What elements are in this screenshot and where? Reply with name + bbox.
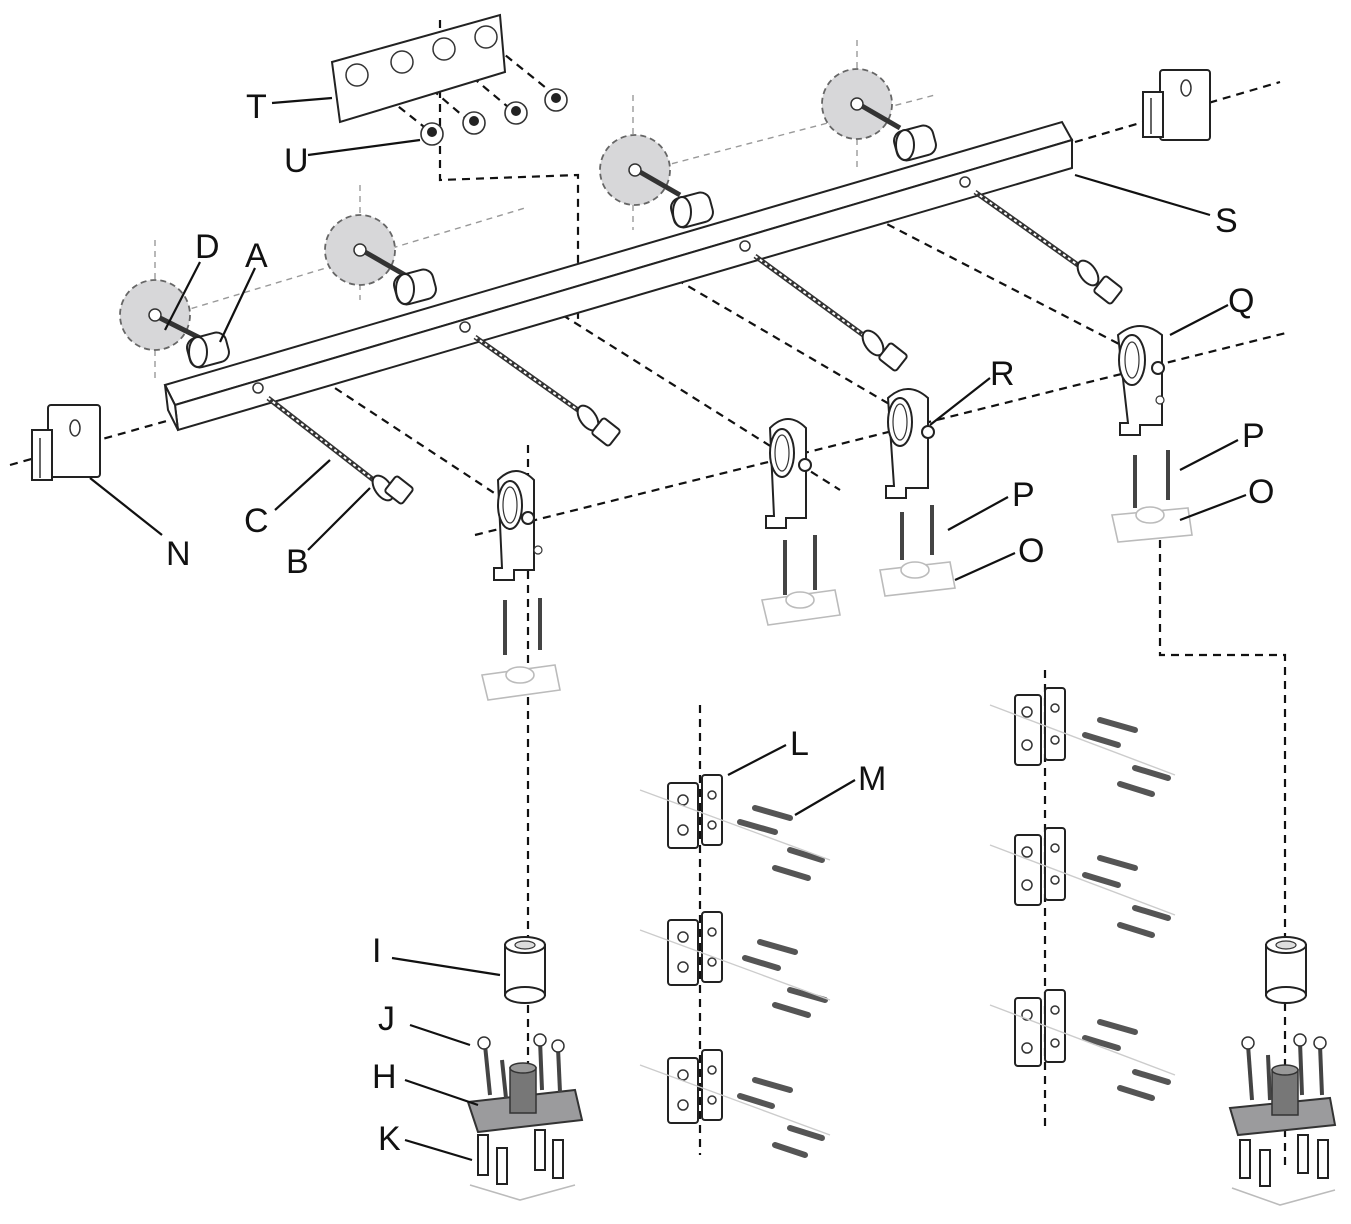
spacer-disc-4 bbox=[821, 68, 893, 140]
roller-bracket-3 bbox=[885, 388, 935, 499]
floor-plate bbox=[466, 1062, 584, 1134]
label-N: N bbox=[166, 535, 191, 573]
label-S: S bbox=[1215, 202, 1238, 240]
screw-plate-set-2 bbox=[761, 535, 841, 626]
label-M: M bbox=[858, 760, 886, 798]
label-H: H bbox=[372, 1058, 397, 1096]
standoff-4 bbox=[860, 103, 937, 162]
spacer-disc-3 bbox=[599, 134, 671, 206]
hinge-right-2 bbox=[1014, 827, 1066, 906]
wall-anchors-right bbox=[1231, 1134, 1336, 1206]
label-T: T bbox=[246, 88, 267, 126]
label-A: A bbox=[245, 237, 268, 275]
lag-bolt-1 bbox=[266, 396, 414, 505]
label-O: O bbox=[1018, 532, 1044, 570]
label-R: R bbox=[990, 355, 1015, 393]
lag-bolts bbox=[266, 189, 1123, 505]
roller-bracket-4 bbox=[1116, 325, 1165, 436]
label-L: L bbox=[790, 725, 809, 763]
hinge-left-1 bbox=[667, 774, 723, 849]
roller-bracket-1 bbox=[493, 470, 543, 581]
standoff-3 bbox=[638, 169, 714, 229]
hinge-right-3 bbox=[1014, 989, 1066, 1067]
floor-screws-right bbox=[1241, 1033, 1327, 1101]
floor-guide-left bbox=[466, 936, 584, 1201]
label-Q: Q bbox=[1228, 282, 1254, 320]
label-O-right: O bbox=[1248, 473, 1274, 511]
lag-bolt-4 bbox=[973, 189, 1123, 305]
standoff-1 bbox=[158, 315, 230, 369]
lag-bolt-3 bbox=[753, 253, 908, 372]
hinges bbox=[667, 687, 1066, 1124]
track-rail bbox=[163, 120, 1074, 432]
guide-sleeve-right bbox=[1265, 936, 1307, 1004]
label-B: B bbox=[286, 543, 309, 581]
label-C: C bbox=[244, 502, 269, 540]
end-stop-left bbox=[31, 404, 101, 481]
spacer-disc-2 bbox=[324, 214, 396, 286]
label-P: P bbox=[1012, 476, 1035, 514]
leader-lines bbox=[89, 96, 1247, 1162]
label-P-right: P bbox=[1242, 417, 1265, 455]
roller-brackets bbox=[493, 325, 1165, 581]
roller-bracket-2 bbox=[765, 418, 812, 529]
label-K: K bbox=[378, 1120, 401, 1158]
screw-plate-set-3 bbox=[879, 505, 956, 597]
label-J: J bbox=[378, 1000, 395, 1038]
label-I: I bbox=[372, 932, 381, 970]
label-D: D bbox=[195, 228, 220, 266]
standoff-2 bbox=[363, 249, 437, 306]
floor-plate-right bbox=[1228, 1064, 1337, 1137]
end-stop-right bbox=[1142, 69, 1211, 141]
standoff-spacers bbox=[158, 103, 937, 369]
spacer-disc-1 bbox=[119, 279, 191, 351]
hinge-right-1 bbox=[1014, 687, 1066, 766]
hinge-left-3 bbox=[667, 1049, 723, 1124]
floor-screws bbox=[477, 1033, 565, 1099]
guide-sleeve bbox=[504, 936, 546, 1004]
hinge-left-2 bbox=[667, 911, 723, 986]
screw-plate-set-4 bbox=[1111, 450, 1193, 543]
part-labels: T U S D A Q R P O P O C B N L M I J H K bbox=[166, 88, 1274, 1158]
wall-spacer-discs bbox=[119, 68, 893, 351]
lag-bolt-2 bbox=[473, 334, 621, 447]
wall-anchors bbox=[469, 1129, 576, 1201]
top-plate bbox=[330, 13, 507, 124]
hinge-screws bbox=[639, 704, 1176, 1158]
floor-guide-right bbox=[1228, 936, 1337, 1206]
bracket-screws-and-plates bbox=[481, 450, 1193, 701]
label-U: U bbox=[284, 142, 309, 180]
screw-plate-set-1 bbox=[481, 598, 561, 701]
plate-screws bbox=[420, 88, 568, 146]
